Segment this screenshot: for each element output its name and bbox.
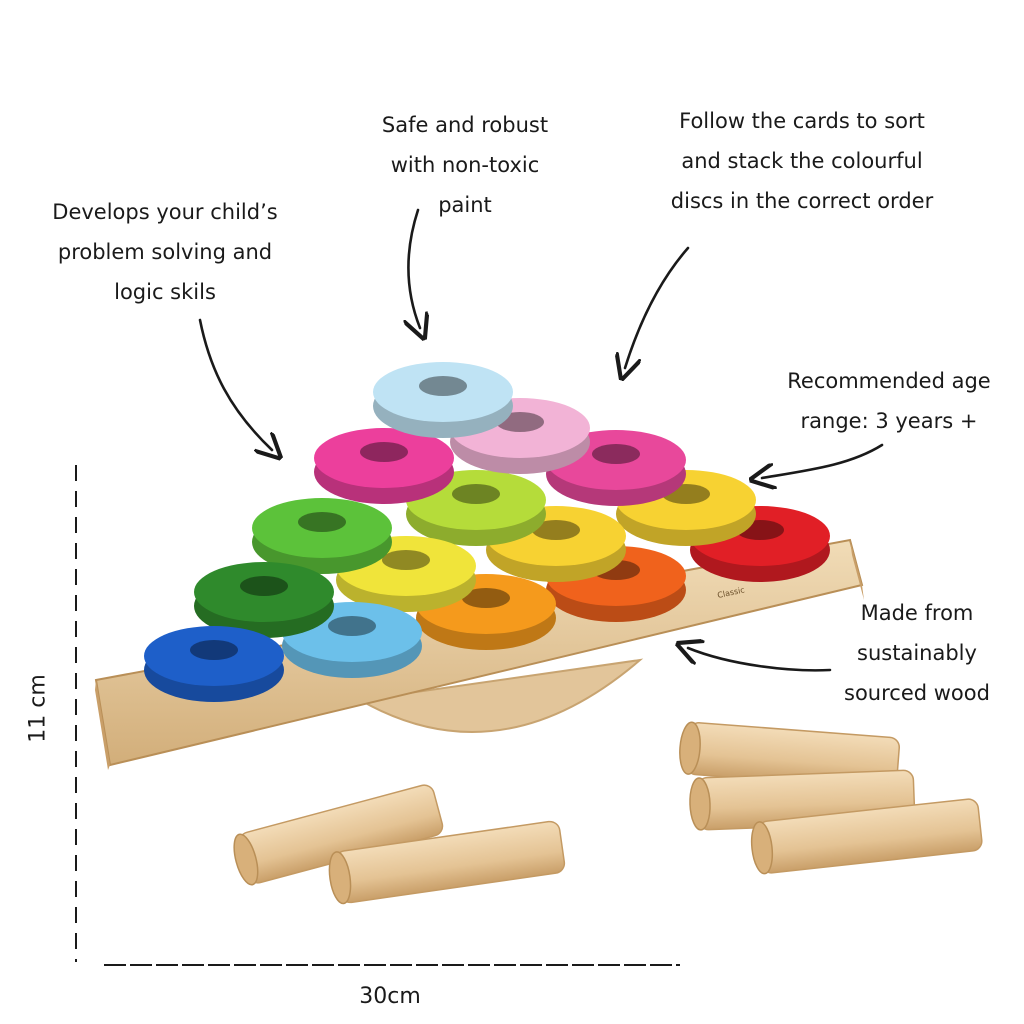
arrow-cards: [625, 246, 690, 368]
arrow-skills: [198, 318, 272, 450]
callout-skills-line-3: logic skils: [114, 280, 216, 304]
callout-cards: Follow the cards to sort and stack the c…: [640, 101, 964, 221]
height-dimension-label: 11 cm: [25, 674, 51, 743]
callout-wood-line-2: sustainably: [857, 641, 977, 665]
disc-stack: [144, 362, 830, 702]
arrow-age: [762, 443, 884, 478]
peg-right-bottom: [750, 798, 983, 875]
disc-dark-green: [194, 562, 334, 638]
disc-light-blue: [373, 362, 513, 438]
callout-cards-line-1: Follow the cards to sort: [679, 109, 925, 133]
width-dimension-label: 30cm: [359, 984, 421, 1009]
callout-paint-line-3: paint: [438, 193, 492, 217]
peg-left-front: [328, 820, 566, 905]
callout-skills-line-2: problem solving and: [57, 240, 273, 264]
disc-green: [252, 498, 392, 574]
callout-age: Recommended age range: 3 years +: [764, 361, 1014, 441]
callout-paint-line-2: with non-toxic: [390, 153, 540, 177]
callout-wood-line-1: Made from: [860, 601, 974, 625]
arrow-wood: [688, 648, 832, 672]
callout-age-line-2: range: 3 years +: [800, 409, 978, 433]
peg-left-back: [233, 784, 444, 886]
arrow-paint: [408, 208, 420, 328]
disc-pink: [314, 428, 454, 504]
callout-cards-line-2: and stack the colourful: [681, 149, 923, 173]
callout-skills: Develops your child’s problem solving an…: [30, 192, 300, 312]
callout-wood-line-3: sourced wood: [844, 681, 990, 705]
disc-blue: [144, 626, 284, 702]
callout-wood: Made from sustainably sourced wood: [822, 593, 1012, 713]
callout-paint: Safe and robust with non-toxic paint: [355, 105, 575, 225]
callout-skills-line-1: Develops your child’s: [52, 200, 278, 224]
callout-paint-line-1: Safe and robust: [381, 113, 549, 137]
loose-pegs: [233, 721, 983, 905]
callout-cards-line-3: discs in the correct order: [670, 189, 934, 213]
callout-arrows: [198, 208, 884, 672]
callout-age-line-1: Recommended age: [787, 369, 991, 393]
rocker-base: [356, 658, 644, 733]
